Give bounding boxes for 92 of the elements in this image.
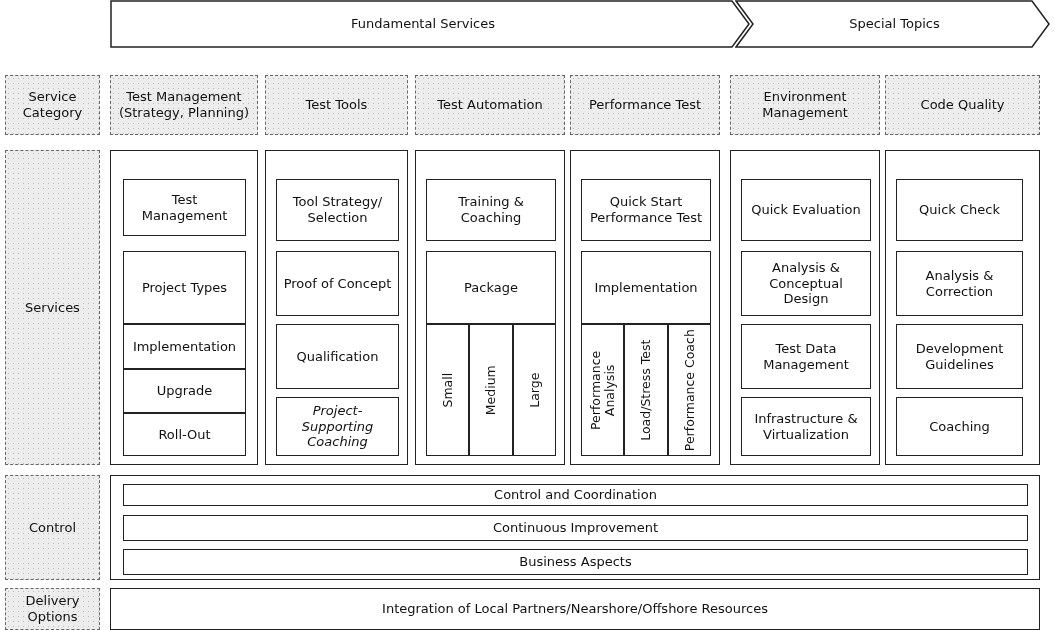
column-frame xyxy=(110,475,1040,580)
service-box xyxy=(624,324,668,456)
column-frame xyxy=(110,150,258,465)
service-box xyxy=(896,324,1023,389)
box-label: Test Data Management xyxy=(762,339,850,374)
box-label: Performance Analysis xyxy=(588,349,617,432)
box-label: Service Category xyxy=(21,88,84,122)
box-label: Integration of Local Partners/Nearshore/Offshore Resources xyxy=(381,600,769,619)
service-box xyxy=(123,413,246,456)
service-box xyxy=(581,251,711,324)
column-frame xyxy=(730,150,880,465)
service-box xyxy=(741,324,871,389)
service-box xyxy=(276,397,399,456)
box-label: Quick Start Performance Test xyxy=(588,193,704,227)
section-banner xyxy=(735,0,1050,48)
category-box xyxy=(265,75,408,135)
box-label: Environment Management xyxy=(761,88,849,122)
service-box xyxy=(513,324,556,456)
box-label: Development Guidelines xyxy=(914,339,1005,374)
service-box xyxy=(276,179,399,241)
column-frame xyxy=(415,150,565,465)
box-label: Test Automation xyxy=(436,96,544,115)
box-label: Medium xyxy=(483,364,499,417)
service-box xyxy=(276,324,399,389)
box-label: Test Tools xyxy=(304,96,369,115)
box-label: Control and Coordination xyxy=(493,486,658,505)
box-label: Code Quality xyxy=(919,96,1006,115)
service-box xyxy=(896,397,1023,456)
service-box xyxy=(581,324,624,456)
box-label: Small xyxy=(440,371,455,410)
box-label: Project Types xyxy=(140,278,229,297)
service-box xyxy=(741,251,871,316)
column-frame xyxy=(265,150,408,465)
service-box xyxy=(426,251,556,324)
box-label: Proof of Concept xyxy=(282,274,393,293)
service-box xyxy=(741,179,871,241)
box-label: Large xyxy=(527,371,542,410)
box-label: Test Management (Strategy, Planning) xyxy=(117,88,251,122)
row-header xyxy=(5,588,100,630)
box-label: Training & Coaching xyxy=(457,193,525,227)
category-box xyxy=(415,75,565,135)
box-label: Qualification xyxy=(295,347,380,366)
box-label: Implementation xyxy=(593,278,699,297)
service-box xyxy=(741,397,871,456)
box-label: Package xyxy=(463,278,519,297)
box-label: Quick Check xyxy=(918,201,1001,220)
column-frame xyxy=(570,150,720,465)
box-label: Continuous Improvement xyxy=(492,519,659,538)
box-label: Analysis & Conceptual Design xyxy=(768,259,844,309)
service-box xyxy=(123,251,246,324)
box-label: Infrastructure & Virtualization xyxy=(753,409,859,444)
service-box xyxy=(581,179,711,241)
row-header xyxy=(5,475,100,580)
category-box xyxy=(110,75,258,135)
service-box xyxy=(123,369,246,413)
category-box xyxy=(570,75,720,135)
service-box xyxy=(123,515,1028,541)
service-box xyxy=(426,324,469,456)
row-header xyxy=(5,150,100,465)
box-label: Performance Test xyxy=(587,96,703,115)
box-label: Upgrade xyxy=(155,382,214,401)
service-box xyxy=(110,588,1040,630)
service-box xyxy=(896,179,1023,241)
box-label: Coaching xyxy=(928,417,991,436)
box-label: Special Topics xyxy=(848,15,940,34)
service-box xyxy=(276,251,399,316)
service-box xyxy=(896,251,1023,316)
box-label: Fundamental Services xyxy=(350,15,496,34)
box-label: Roll-Out xyxy=(157,425,212,444)
category-box xyxy=(885,75,1040,135)
category-box xyxy=(730,75,880,135)
box-label: Business Aspects xyxy=(518,553,633,572)
row-header xyxy=(5,75,100,135)
box-label: Project-Supporting Coaching xyxy=(300,402,375,452)
box-label: Delivery Options xyxy=(24,592,81,626)
service-box xyxy=(668,324,711,456)
service-box xyxy=(123,324,246,369)
service-box xyxy=(469,324,513,456)
box-label: Analysis & Correction xyxy=(924,266,995,301)
box-label: Load/Stress Test xyxy=(638,338,654,443)
box-label: Test Management xyxy=(140,190,229,225)
box-label: Quick Evaluation xyxy=(750,201,862,220)
box-label: Implementation xyxy=(131,337,238,356)
service-box xyxy=(123,179,246,236)
column-frame xyxy=(885,150,1040,465)
service-box xyxy=(426,179,556,241)
box-label: Control xyxy=(28,518,77,537)
service-box xyxy=(123,484,1028,506)
box-label: Tool Strategy/ Selection xyxy=(291,193,384,227)
service-box xyxy=(123,549,1028,575)
box-label: Services xyxy=(24,298,81,317)
box-label: Performance Coach xyxy=(682,329,697,451)
